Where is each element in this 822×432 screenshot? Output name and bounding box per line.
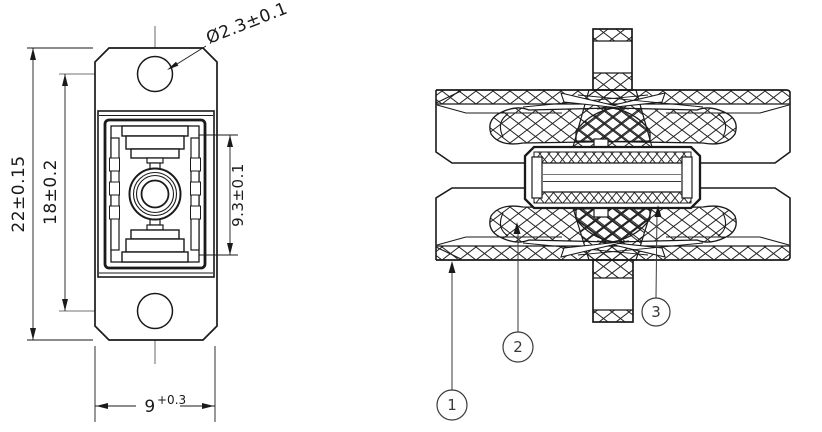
mounting-hole-top bbox=[136, 55, 174, 93]
dim-overall-height-label: 22±0.15 bbox=[9, 155, 29, 232]
callout-1-number: 1 bbox=[447, 396, 457, 414]
callout-3: 3 bbox=[641, 205, 671, 327]
mounting-hole-bottom bbox=[136, 292, 174, 330]
sleeve-bore bbox=[540, 162, 684, 193]
body-lower-wall bbox=[435, 245, 791, 261]
sleeve-end-cap-left bbox=[531, 156, 543, 199]
dim-hole-spacing-label: 18±0.2 bbox=[41, 159, 61, 225]
key-feature-bottom bbox=[121, 216, 189, 263]
flange-stub-bottom bbox=[592, 259, 634, 323]
ferrule-sleeve-circles bbox=[128, 167, 182, 221]
dim-width-value-label: 9 bbox=[144, 397, 155, 417]
dim-hole-spacing bbox=[62, 74, 68, 311]
sleeve-assembly bbox=[523, 138, 702, 218]
front-view: 22±0.15 18±0.2 9.3±0.1 Ø2.3±0.1 bbox=[9, 0, 291, 422]
side-rail-right bbox=[190, 137, 201, 251]
body-upper-wall bbox=[435, 89, 791, 105]
callout-2-number: 2 bbox=[513, 338, 523, 356]
section-view: 1 2 3 bbox=[435, 28, 791, 421]
key-feature-top bbox=[121, 125, 189, 172]
body-edges bbox=[435, 90, 791, 260]
sleeve-tab-bottom bbox=[593, 207, 609, 218]
dim-width bbox=[94, 346, 216, 422]
sleeve-hatch-top bbox=[533, 151, 692, 164]
dim-hole-diameter-label: Ø2.3±0.1 bbox=[204, 0, 291, 49]
flange-stub-top bbox=[592, 28, 633, 91]
sleeve-hatch-bottom bbox=[533, 191, 692, 204]
side-rail-left bbox=[109, 137, 120, 251]
sleeve-end-cap-right bbox=[681, 156, 693, 199]
dim-port-height bbox=[199, 134, 238, 256]
callout-2: 2 bbox=[502, 222, 534, 363]
dim-overall-height bbox=[27, 47, 93, 341]
dim-width-tolerance-label: +0.3 bbox=[157, 393, 186, 407]
callout-1: 1 bbox=[436, 261, 468, 421]
dim-hole-diameter-leader bbox=[167, 45, 207, 70]
dim-port-height-label: 9.3±0.1 bbox=[229, 163, 247, 227]
callout-3-number: 3 bbox=[651, 303, 661, 321]
